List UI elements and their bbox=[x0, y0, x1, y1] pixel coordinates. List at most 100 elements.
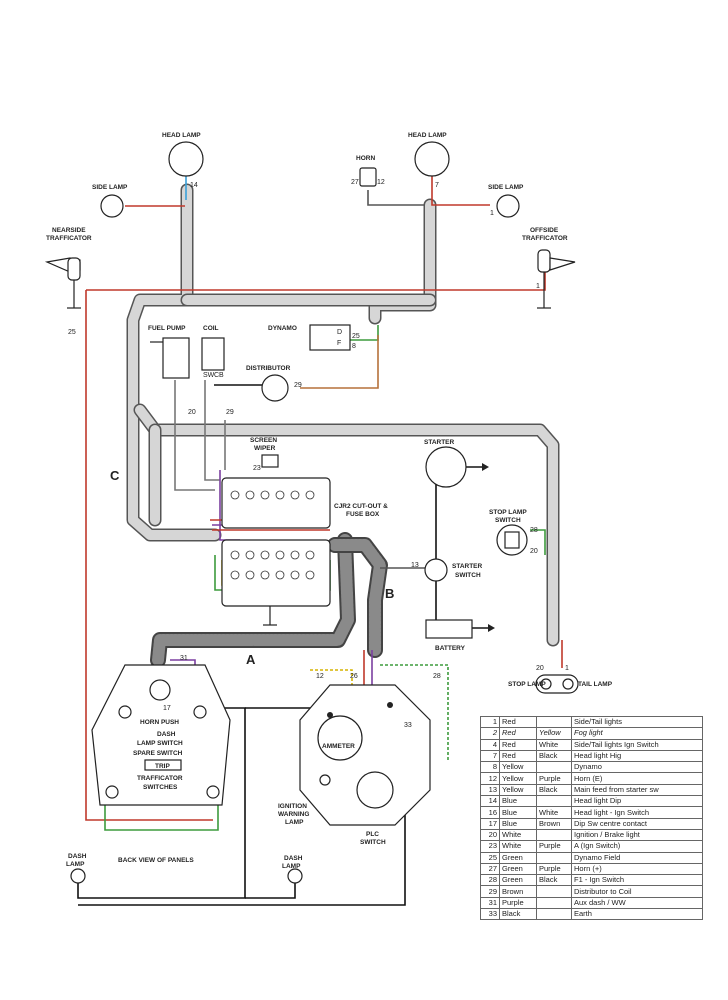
legend-cell-num: 4 bbox=[480, 738, 500, 751]
svg-text:WARNING: WARNING bbox=[278, 811, 309, 818]
legend-cell-c2 bbox=[536, 896, 572, 910]
distributor: DISTRIBUTOR bbox=[246, 365, 291, 402]
legend-cell-desc: Side/Tail lights Ign Switch bbox=[571, 738, 703, 751]
svg-text:17: 17 bbox=[163, 705, 171, 712]
svg-text:COIL: COIL bbox=[203, 325, 219, 332]
side-lamp-right: SIDE LAMP bbox=[488, 184, 524, 218]
legend-cell-desc: F1 - Ign Switch bbox=[571, 874, 703, 887]
svg-text:HORN: HORN bbox=[356, 155, 375, 162]
svg-text:CB: CB bbox=[214, 372, 224, 379]
legend-cell-desc: Aux dash / WW bbox=[571, 896, 703, 910]
battery: BATTERY bbox=[425, 619, 495, 652]
wire-number-labels: 14 7 27 12 1 1 25 25 8 29 20 29 23 28 20… bbox=[68, 179, 569, 729]
legend-cell-num: 31 bbox=[480, 896, 500, 910]
legend-cell-desc: A (Ign Switch) bbox=[571, 840, 703, 853]
svg-text:HEAD LAMP: HEAD LAMP bbox=[162, 132, 201, 139]
svg-text:SIDE LAMP: SIDE LAMP bbox=[92, 184, 128, 191]
head-lamp-right: HEAD LAMP bbox=[408, 132, 450, 177]
svg-text:8: 8 bbox=[352, 343, 356, 350]
legend-cell-desc: Head light Hig bbox=[571, 749, 703, 763]
svg-text:33: 33 bbox=[404, 722, 412, 729]
svg-text:STOP LAMP: STOP LAMP bbox=[508, 681, 546, 688]
legend-cell-num: 29 bbox=[480, 885, 500, 898]
legend-cell-c1: Blue bbox=[499, 795, 537, 808]
svg-text:14: 14 bbox=[190, 182, 198, 189]
svg-text:STARTER: STARTER bbox=[452, 563, 483, 570]
svg-text:STOP LAMP: STOP LAMP bbox=[489, 509, 527, 516]
legend-cell-num: 12 bbox=[480, 772, 500, 785]
legend-cell-c2: Yellow bbox=[536, 727, 572, 740]
svg-text:OFFSIDE: OFFSIDE bbox=[530, 227, 559, 234]
dash-lamp-left: DASH LAMP bbox=[66, 853, 87, 884]
legend-cell-desc: Head light Dip bbox=[571, 795, 703, 808]
loom-letter-a: A bbox=[246, 652, 256, 667]
horn: HORN bbox=[356, 155, 377, 187]
legend-cell-c1: Green bbox=[499, 874, 537, 887]
legend-cell-c2 bbox=[536, 795, 572, 808]
back-view-label: BACK VIEW OF PANELS bbox=[118, 857, 194, 864]
legend-cell-desc: Side/Tail lights bbox=[571, 715, 703, 729]
screen-wiper: SCREEN WIPER bbox=[250, 437, 279, 468]
svg-text:SCREEN: SCREEN bbox=[250, 437, 277, 444]
loom-b bbox=[327, 537, 388, 658]
head-lamp-left: HEAD LAMP bbox=[162, 132, 204, 177]
legend-cell-c1: Blue bbox=[499, 806, 537, 819]
legend-cell-c1: Purple bbox=[499, 896, 537, 910]
legend-cell-c2 bbox=[536, 908, 572, 921]
side-lamp-left: SIDE LAMP bbox=[92, 184, 128, 218]
switch-panel: HORN PUSH DASH LAMP SWITCH SPARE SWITCH … bbox=[91, 664, 231, 806]
svg-text:DYNAMO: DYNAMO bbox=[268, 325, 297, 332]
svg-text:29: 29 bbox=[294, 382, 302, 389]
legend-cell-desc: Distributor to Coil bbox=[571, 885, 703, 898]
svg-text:SWITCHES: SWITCHES bbox=[143, 784, 178, 791]
svg-text:20: 20 bbox=[530, 548, 538, 555]
legend-cell-num: 25 bbox=[480, 851, 500, 864]
svg-text:DASH: DASH bbox=[157, 731, 176, 738]
legend-cell-c2: Brown bbox=[536, 817, 572, 830]
svg-text:FUSE BOX: FUSE BOX bbox=[346, 511, 380, 518]
svg-text:13: 13 bbox=[411, 562, 419, 569]
svg-text:IGNITION: IGNITION bbox=[278, 803, 307, 810]
svg-text:20: 20 bbox=[188, 409, 196, 416]
svg-text:WIPER: WIPER bbox=[254, 445, 276, 452]
svg-text:1: 1 bbox=[490, 210, 494, 217]
legend-cell-c2 bbox=[536, 851, 572, 864]
legend-cell-c2: Purple bbox=[536, 840, 572, 853]
legend-cell-desc: Head light - Ign Switch bbox=[571, 806, 703, 819]
svg-text:FUEL PUMP: FUEL PUMP bbox=[148, 325, 186, 332]
legend-cell-c1: Yellow bbox=[499, 761, 537, 774]
svg-text:12: 12 bbox=[377, 179, 385, 186]
nearside-trafficator: NEARSIDE TRAFFICATOR bbox=[44, 227, 92, 309]
svg-text:25: 25 bbox=[68, 329, 76, 336]
legend-cell-c1: Yellow bbox=[499, 783, 537, 797]
fuse-box: CJR2 CUT-OUT & FUSE BOX bbox=[221, 477, 388, 626]
svg-text:12: 12 bbox=[316, 673, 324, 680]
legend-cell-c2: Purple bbox=[536, 772, 572, 785]
legend-cell-desc: Horn (+) bbox=[571, 862, 703, 876]
svg-text:1: 1 bbox=[565, 665, 569, 672]
legend-cell-desc: Dynamo bbox=[571, 761, 703, 774]
legend-cell-c2 bbox=[536, 715, 572, 729]
starter-motor: STARTER bbox=[424, 439, 489, 488]
svg-text:31: 31 bbox=[180, 655, 188, 662]
loom-letter-b: B bbox=[385, 586, 394, 601]
fuel-pump: FUEL PUMP bbox=[148, 325, 190, 379]
legend-cell-desc: Ignition / Brake light bbox=[571, 828, 703, 842]
svg-text:NEARSIDE: NEARSIDE bbox=[52, 227, 86, 234]
svg-text:23: 23 bbox=[253, 465, 261, 472]
legend-cell-c2 bbox=[536, 885, 572, 898]
legend-cell-c2: Black bbox=[536, 783, 572, 797]
